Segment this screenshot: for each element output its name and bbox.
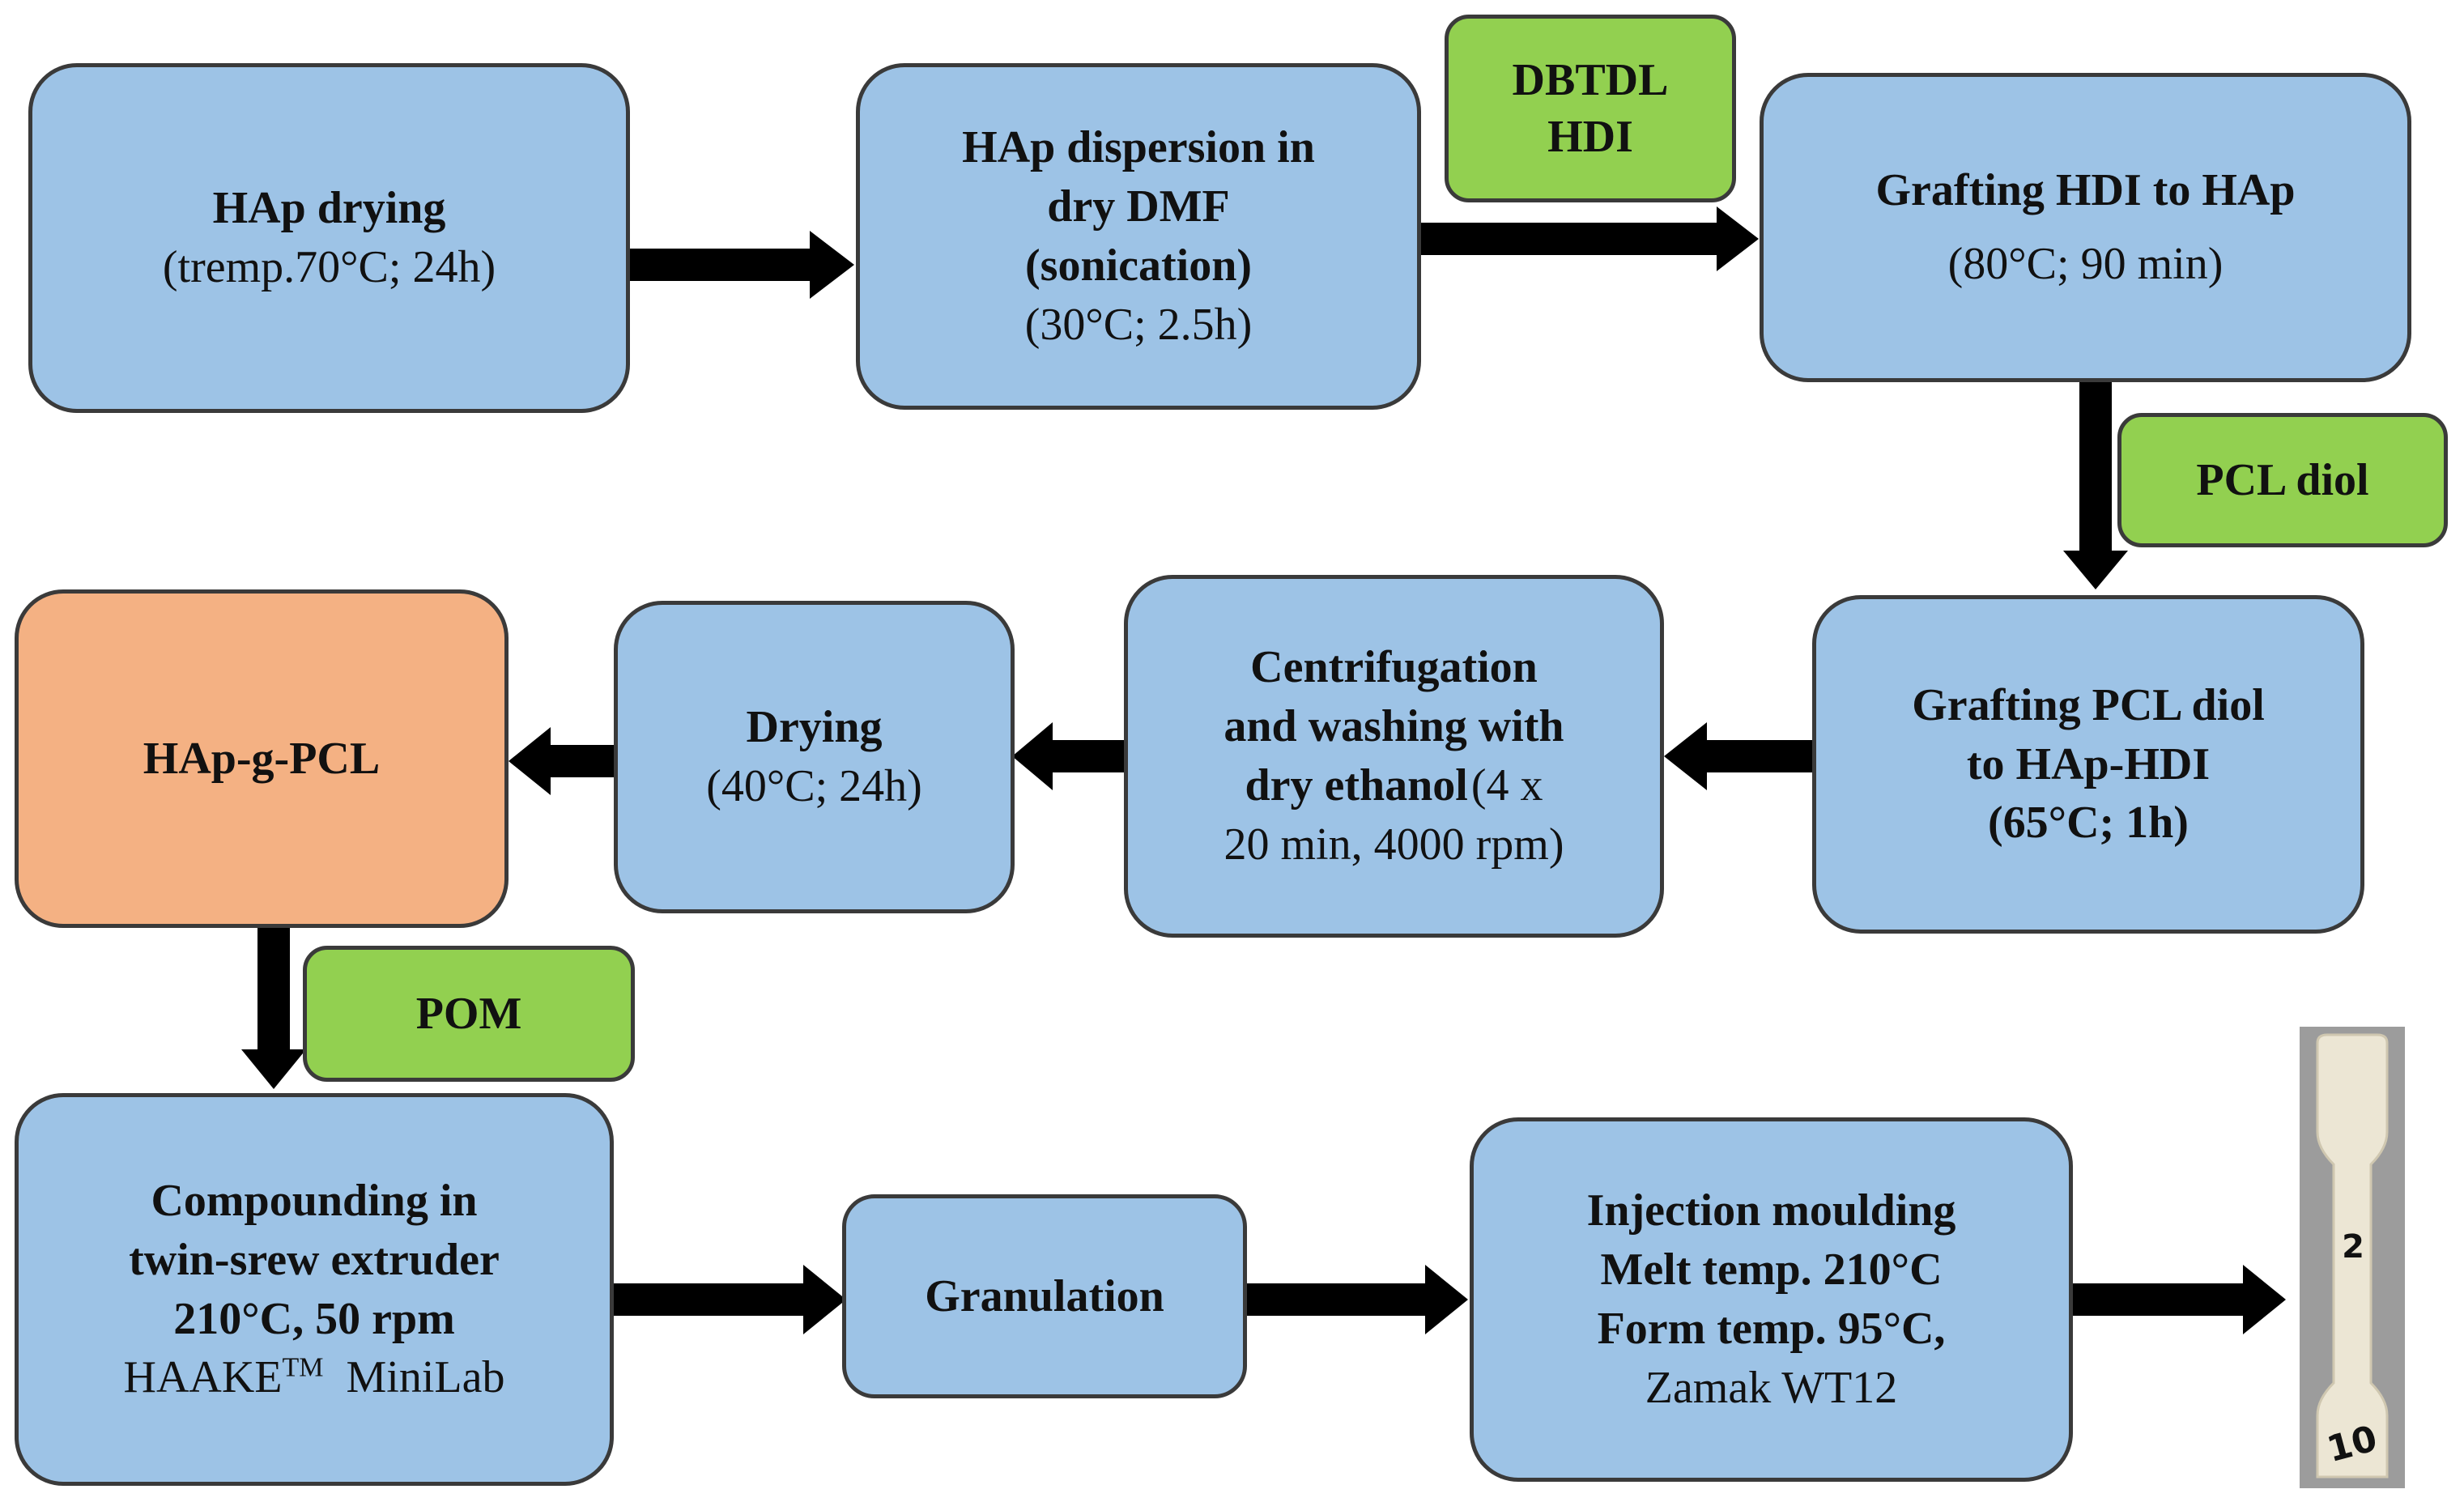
arrow-injection-to-specimen	[2069, 1265, 2286, 1334]
arrow-compounding-to-granulation	[611, 1265, 846, 1334]
hap-dispersion-box: HAp dispersion in dry DMF (sonication) (…	[856, 63, 1421, 410]
pom-label: POM	[415, 989, 522, 1039]
hap-dispersion-line3: (sonication)	[1025, 240, 1252, 291]
drying-title: Drying	[746, 702, 883, 753]
centrifugation-line1: Centrifugation	[1250, 642, 1538, 693]
compounding-line2: twin-srew extruder	[129, 1234, 500, 1285]
dumbbell-specimen-image: 2 10	[2300, 1027, 2405, 1488]
dbtdl-label: DBTDL	[1512, 55, 1669, 105]
hdi-label: HDI	[1547, 112, 1633, 162]
granulation-box: Granulation	[842, 1194, 1247, 1398]
arrow-drying-to-dispersion	[630, 231, 854, 299]
injection-line3: Form temp. 95°C,	[1597, 1304, 1946, 1354]
hap-drying-title: HAp drying	[212, 183, 446, 234]
hap-g-pcl-title: HAp-g-PCL	[143, 733, 381, 784]
arrow-hap-g-pcl-to-compounding	[241, 927, 306, 1089]
centrifugation-line2: and washing with	[1223, 701, 1564, 752]
hap-drying-box: HAp drying (tremp.70°C; 24h)	[28, 63, 630, 413]
granulation-title: Granulation	[925, 1270, 1164, 1321]
pcl-diol-tag: PCL diol	[2117, 413, 2448, 547]
grafting-hdi-box: Grafting HDI to HAp (80°C; 90 min)	[1760, 73, 2411, 382]
compounding-box: Compounding in twin-srew extruder 210°C,…	[15, 1093, 614, 1486]
grafting-pcl-box: Grafting PCL diol to HAp-HDI (65°C; 1h)	[1812, 595, 2364, 934]
grafting-hdi-detail: (80°C; 90 min)	[1947, 239, 2224, 289]
pom-tag: POM	[303, 946, 635, 1082]
grafting-pcl-line1: Grafting PCL diol	[1912, 679, 2265, 730]
centrifugation-line4: 20 min, 4000 rpm)	[1223, 819, 1564, 870]
pcl-diol-label: PCL diol	[2196, 455, 2369, 505]
hap-g-pcl-box: HAp-g-PCL	[15, 589, 509, 928]
centrifugation-line3: dry ethanol	[1245, 760, 1468, 811]
injection-line1: Injection moulding	[1586, 1185, 1956, 1236]
compounding-line3: 210°C, 50 rpm	[173, 1293, 455, 1344]
injection-line2: Melt temp. 210°C	[1600, 1245, 1943, 1296]
injection-moulding-box: Injection moulding Melt temp. 210°C Form…	[1470, 1117, 2073, 1482]
arrow-grafting-pcl-to-centrifugation	[1664, 722, 1812, 790]
trademark-mark: TM	[282, 1352, 324, 1383]
centrifugation-box: Centrifugation and washing with dry etha…	[1124, 575, 1664, 938]
compounding-brand: HAAKE	[123, 1352, 283, 1403]
arrow-granulation-to-injection	[1247, 1265, 1468, 1334]
drying-detail: (40°C; 24h)	[706, 761, 922, 811]
drying-box: Drying (40°C; 24h)	[614, 601, 1015, 913]
hap-drying-detail: (tremp.70°C; 24h)	[162, 242, 496, 292]
arrow-drying-to-hap-g-pcl	[509, 727, 614, 795]
arrow-dispersion-to-grafting-hdi	[1421, 206, 1759, 271]
arrow-centrifugation-to-drying	[1012, 722, 1124, 790]
arrow-grafting-hdi-to-grafting-pcl	[2063, 381, 2128, 589]
specimen-label-top: 2	[2342, 1228, 2364, 1266]
grafting-pcl-line2: to HAp-HDI	[1966, 738, 2211, 789]
dbtdl-hdi-tag: DBTDL HDI	[1445, 15, 1736, 202]
hap-dispersion-line2: dry DMF	[1047, 181, 1230, 232]
centrifugation-line3-detail: (4 x	[1470, 760, 1543, 811]
grafting-pcl-line3: (65°C; 1h)	[1988, 798, 2189, 849]
grafting-hdi-title: Grafting HDI to HAp	[1875, 165, 2296, 216]
hap-dispersion-line1: HAp dispersion in	[962, 122, 1315, 173]
hap-dispersion-detail: (30°C; 2.5h)	[1024, 299, 1253, 350]
compounding-model: MiniLab	[346, 1352, 505, 1403]
injection-line4: Zamak WT12	[1645, 1362, 1898, 1413]
compounding-line1: Compounding in	[151, 1175, 478, 1226]
